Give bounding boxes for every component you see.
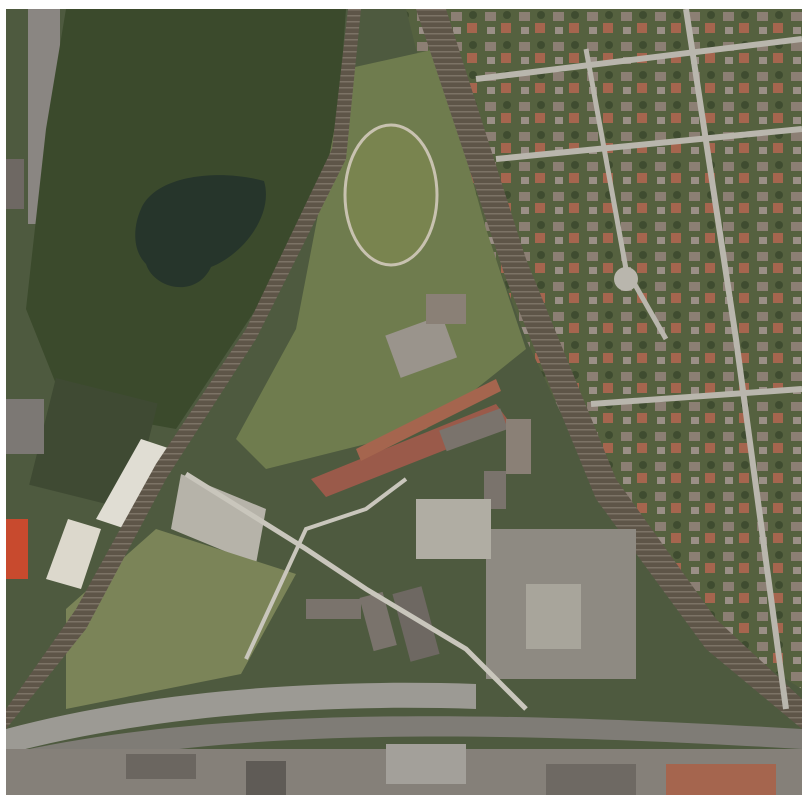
building-row-1 — [439, 408, 508, 452]
institution-building — [426, 294, 466, 324]
motorway-bridge — [6, 716, 802, 779]
apartment-block-3 — [306, 599, 361, 619]
parking-southeast — [526, 584, 581, 649]
residential-street-3 — [590, 386, 802, 407]
residential-area — [406, 9, 802, 689]
south-building-4 — [546, 764, 636, 795]
aerial-image — [6, 9, 802, 795]
west-building — [6, 399, 44, 454]
roundabout — [614, 267, 638, 291]
south-red-roof — [666, 764, 776, 795]
apartment-block-1 — [392, 586, 440, 662]
oval-running-track — [343, 123, 439, 267]
tree-parking-lot — [171, 474, 266, 564]
white-roofed-hall — [96, 439, 171, 529]
motorway — [6, 682, 476, 754]
building-row-2 — [506, 419, 531, 474]
sports-hall — [385, 315, 458, 378]
residential-street-4 — [683, 9, 789, 710]
red-track-lane — [356, 379, 501, 461]
local-road — [184, 471, 528, 711]
south-building-1 — [126, 754, 196, 779]
park-path — [244, 477, 408, 660]
aerial-map[interactable] — [6, 9, 802, 795]
red-sports-court — [6, 519, 28, 579]
parking-central — [416, 499, 491, 559]
railway-east — [416, 9, 802, 729]
south-building-3 — [386, 744, 466, 784]
south-building-2 — [246, 761, 286, 795]
south-meadow — [66, 529, 296, 709]
residential-street-1 — [475, 36, 802, 82]
white-roofed-hall-2 — [46, 519, 101, 589]
residential-street-2 — [495, 126, 802, 162]
west-edge-building — [6, 159, 24, 209]
pond — [135, 175, 266, 288]
apartment-block-2 — [359, 591, 397, 652]
